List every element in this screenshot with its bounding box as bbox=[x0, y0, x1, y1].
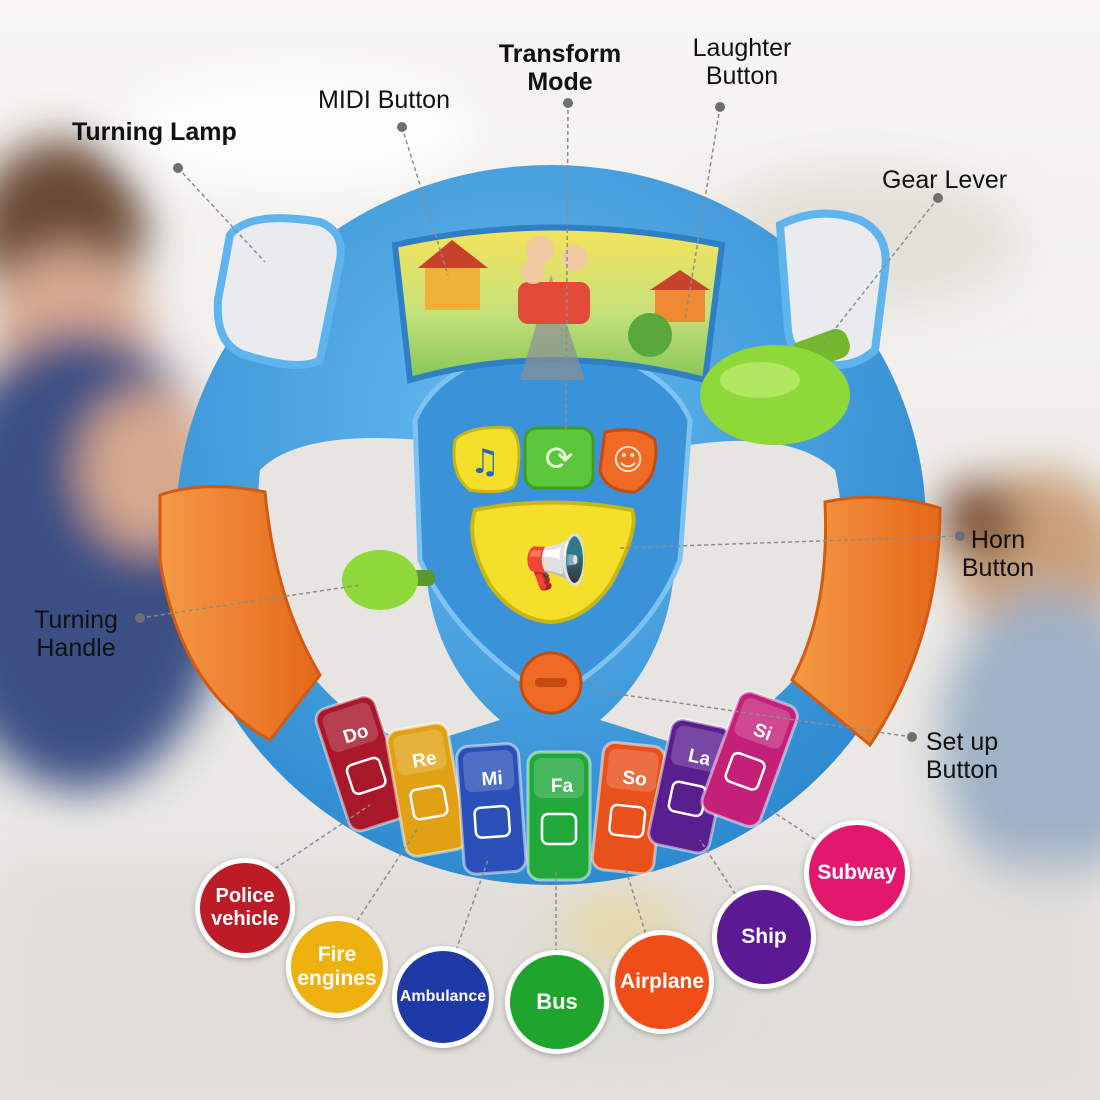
music-note-icon: ♫ bbox=[470, 442, 500, 482]
turning-handle-label: Turning Handle bbox=[18, 606, 134, 662]
turning-handle-text-2: Handle bbox=[36, 634, 116, 662]
piano-key-label: So bbox=[621, 767, 647, 790]
piano-key-mi[interactable]: Mi bbox=[455, 742, 528, 876]
transform-mode-button[interactable]: ⟳ bbox=[523, 426, 595, 490]
piano-key-la[interactable]: La bbox=[647, 717, 734, 855]
vehicle-outline-icon bbox=[409, 784, 449, 821]
piano-key-so[interactable]: So bbox=[590, 740, 667, 876]
horn-button-text-1: Horn bbox=[970, 526, 1026, 554]
turning-handle-text-1: Turning bbox=[34, 606, 118, 634]
vehicle-bubble-ambulance: Ambulance bbox=[392, 946, 494, 1048]
piano-key-label: Fa bbox=[551, 776, 574, 797]
piano-key-label: Re bbox=[411, 748, 439, 773]
left-grip bbox=[158, 485, 322, 742]
laughter-button-label: Laughter Button bbox=[672, 34, 812, 90]
bus-text: Bus bbox=[536, 989, 578, 1014]
laughter-button-text-1: Laughter bbox=[692, 34, 792, 62]
setup-button[interactable] bbox=[519, 651, 583, 715]
piano-key-do[interactable]: Do bbox=[313, 693, 412, 834]
setup-button-label: Set up Button bbox=[916, 728, 1008, 784]
midi-button[interactable]: ♫ bbox=[452, 426, 521, 494]
horn-button-label: Horn Button bbox=[950, 526, 1046, 582]
airplane-text: Airplane bbox=[619, 970, 705, 993]
gear-lever-text: Gear Lever bbox=[882, 166, 1008, 194]
piano-key-si[interactable]: Si bbox=[699, 688, 801, 829]
police-text-1: Police bbox=[215, 885, 275, 907]
right-spoke-gap bbox=[600, 440, 843, 745]
piano-key-label: Mi bbox=[481, 768, 504, 790]
vehicle-outline-icon bbox=[540, 812, 578, 846]
horn-button[interactable]: 📢 bbox=[470, 500, 636, 625]
subway-text: Subway bbox=[817, 861, 897, 884]
midi-button-label: MIDI Button bbox=[318, 86, 450, 114]
setup-button-text-2: Button bbox=[925, 756, 999, 784]
left-lamp-opening bbox=[213, 214, 345, 369]
callout-dots bbox=[135, 98, 965, 742]
megaphone-icon: 📢 bbox=[524, 532, 589, 593]
vehicle-outline-icon bbox=[345, 756, 387, 796]
horn-button-text-2: Button bbox=[961, 554, 1035, 582]
turning-lamp-label: Turning Lamp bbox=[72, 118, 237, 146]
laughter-button[interactable]: ☺ bbox=[598, 428, 658, 494]
fire-text-2: engines bbox=[297, 967, 377, 990]
piano-key-label: La bbox=[686, 745, 712, 770]
transform-mode-text-2: Mode bbox=[527, 68, 593, 96]
vehicle-bubble-bus: Bus bbox=[505, 950, 609, 1054]
ambulance-text: Ambulance bbox=[399, 988, 487, 1005]
right-grip bbox=[790, 495, 942, 748]
vehicle-bubble-ship: Ship bbox=[712, 885, 816, 989]
gear-lever-label: Gear Lever bbox=[882, 166, 1007, 194]
fire-text-1: Fire bbox=[317, 943, 357, 966]
laughing-face-icon: ☺ bbox=[612, 443, 643, 478]
turning-handle[interactable] bbox=[342, 550, 435, 610]
vehicle-bubble-subway: Subway bbox=[804, 820, 910, 926]
refresh-icon: ⟳ bbox=[545, 439, 574, 479]
piano-key-re[interactable]: Re bbox=[385, 721, 468, 858]
setup-button-text-1: Set up bbox=[925, 728, 999, 756]
vehicle-outline-icon bbox=[473, 804, 512, 839]
picture-panel bbox=[391, 224, 726, 384]
midi-button-text: MIDI Button bbox=[318, 86, 450, 114]
gear-lever[interactable] bbox=[700, 326, 853, 445]
vehicle-outline-icon bbox=[608, 803, 647, 839]
piano-key-fa[interactable]: Fa bbox=[526, 750, 592, 882]
ship-text: Ship bbox=[741, 925, 787, 948]
police-text-2: vehicle bbox=[211, 908, 279, 930]
vehicle-bubble-airplane: Airplane bbox=[610, 930, 714, 1034]
transform-mode-label: Transform Mode bbox=[490, 40, 630, 96]
laughter-button-text-2: Button bbox=[705, 62, 779, 90]
turning-lamp-text: Turning Lamp bbox=[72, 118, 237, 146]
transform-mode-text-1: Transform bbox=[498, 40, 622, 68]
vehicle-outline-icon bbox=[724, 751, 766, 791]
